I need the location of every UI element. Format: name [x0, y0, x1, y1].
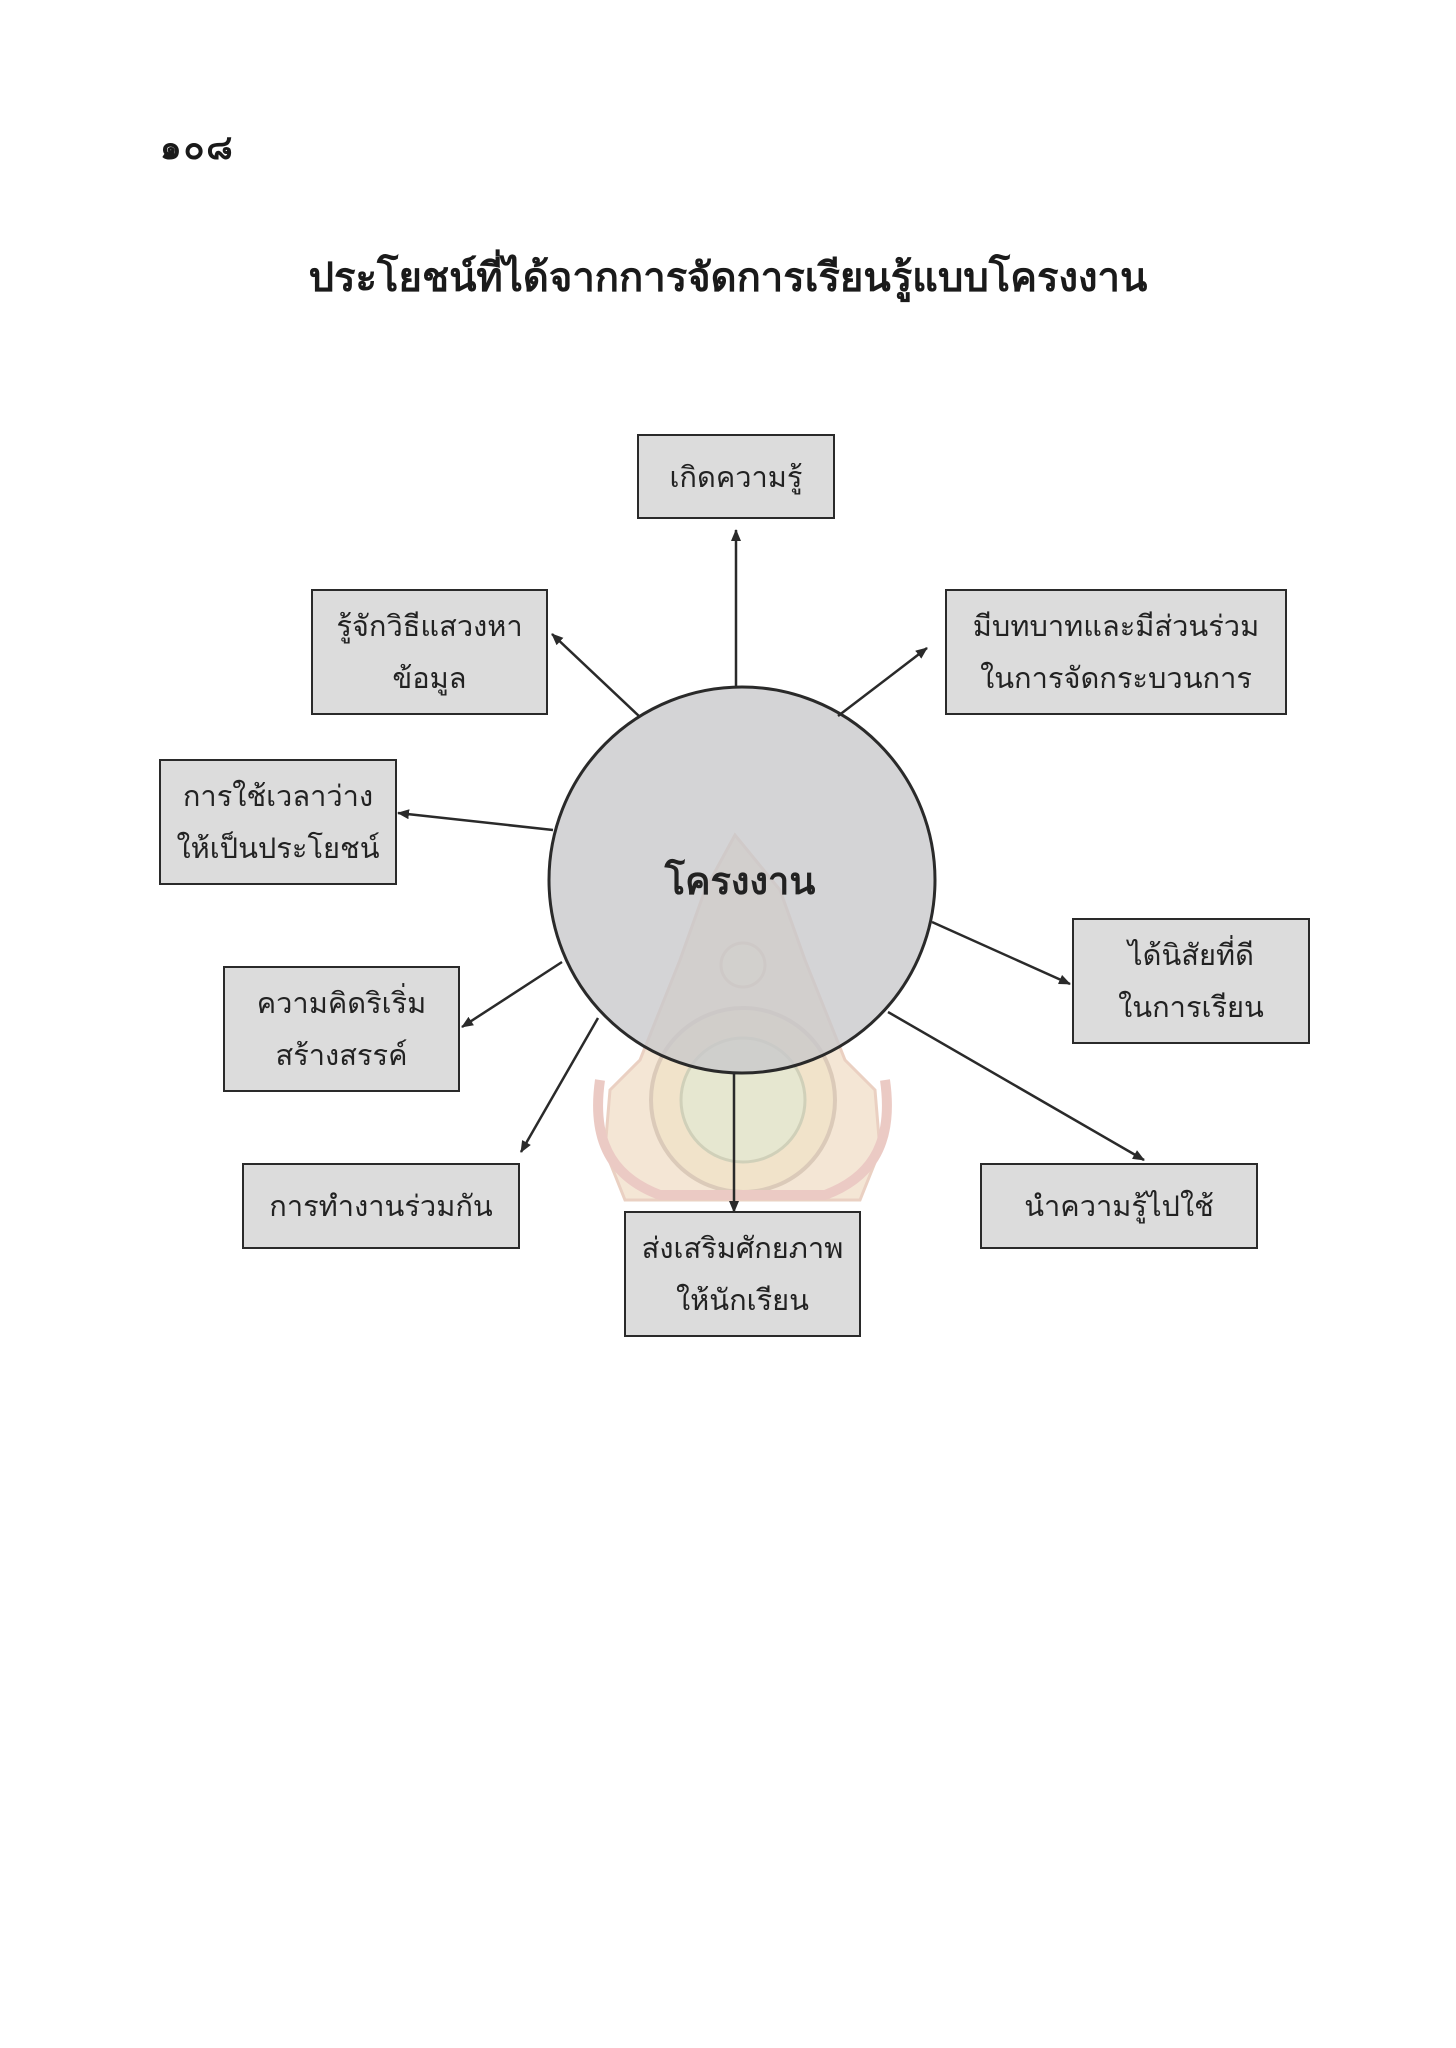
arrow-to-bottom-right — [887, 1010, 1145, 1162]
node-lower-left-line-1: ความคิดริเริ่ม — [256, 986, 427, 1020]
node-lower-left-line-2: สร้างสรรค์ — [275, 1038, 408, 1072]
node-right: ได้นิสัยที่ดี ในการเรียน — [1072, 918, 1310, 1044]
node-upper-left-line-1: รู้จักวิธีแสวงหา — [336, 609, 523, 643]
arrow-to-left — [397, 809, 554, 832]
node-bottom-left-line-1: การทำงานร่วมกัน — [269, 1189, 493, 1223]
node-bottom-right-line-1: นำความรู้ไปใช้ — [1024, 1189, 1214, 1223]
arrow-to-right — [931, 920, 1071, 986]
node-bottom-left: การทำงานร่วมกัน — [242, 1163, 520, 1249]
center-label: โครงงาน — [664, 858, 816, 903]
node-bottom-line-2: ให้นักเรียน — [676, 1283, 809, 1317]
arrow-to-upper-left — [551, 633, 641, 718]
page-title: ประโยชน์ที่ได้จากการจัดการเรียนรู้แบบโคร… — [308, 254, 1148, 301]
node-left-line-1: การใช้เวลาว่าง — [182, 779, 374, 813]
node-upper-left-line-2: ข้อมูล — [392, 661, 467, 695]
node-bottom-line-1: ส่งเสริมศักยภาพ — [641, 1231, 844, 1265]
node-lower-left: ความคิดริเริ่ม สร้างสรรค์ — [223, 966, 460, 1092]
arrow-to-upper-right — [837, 647, 928, 717]
node-upper-right-line-1: มีบทบาทและมีส่วนร่วม — [972, 609, 1260, 643]
node-right-line-1: ได้นิสัยที่ดี — [1128, 938, 1254, 972]
node-left: การใช้เวลาว่าง ให้เป็นประโยชน์ — [159, 759, 397, 885]
node-upper-right: มีบทบาทและมีส่วนร่วม ในการจัดกระบวนการ — [945, 589, 1287, 715]
node-left-line-2: ให้เป็นประโยชน์ — [176, 831, 380, 865]
node-right-line-2: ในการเรียน — [1118, 990, 1264, 1024]
node-top-line-1: เกิดความรู้ — [669, 459, 803, 494]
arrow-to-lower-left — [461, 960, 563, 1029]
node-bottom-right: นำความรู้ไปใช้ — [980, 1163, 1258, 1249]
center-circle — [547, 685, 937, 1075]
node-top: เกิดความรู้ — [637, 434, 835, 519]
page-number: ๑๐๘ — [160, 128, 235, 168]
node-upper-left: รู้จักวิธีแสวงหา ข้อมูล — [311, 589, 548, 715]
arrow-to-bottom-left — [519, 1017, 600, 1153]
node-upper-right-line-2: ในการจัดกระบวนการ — [980, 661, 1252, 695]
node-bottom: ส่งเสริมศักยภาพ ให้นักเรียน — [624, 1211, 861, 1337]
